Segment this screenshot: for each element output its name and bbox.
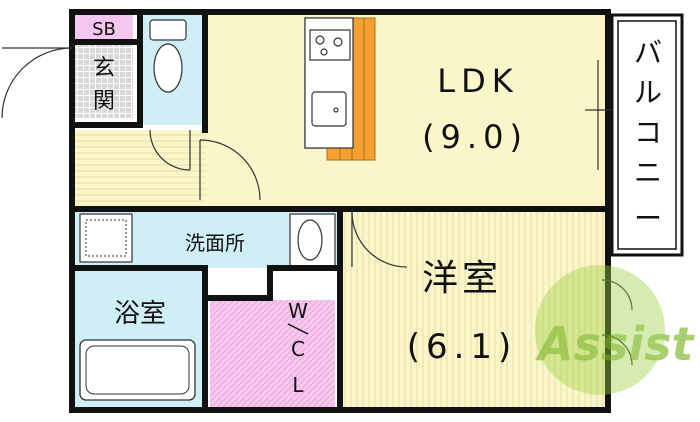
walls	[69, 9, 611, 413]
yoshitsu-area	[340, 207, 605, 407]
kitchen-counter-top	[304, 17, 354, 149]
wcl-area	[210, 300, 335, 407]
svg-text:Assist: Assist	[535, 317, 696, 371]
wcl-label-l: L	[292, 373, 304, 397]
balcony-label-5: ー	[634, 202, 662, 235]
balcony-label-2: ル	[634, 76, 662, 109]
washer-pan-icon	[79, 213, 133, 263]
balcony-label-3: コ	[634, 116, 662, 149]
genkan-label-2: 関	[93, 89, 115, 114]
assist-logo: Assist	[535, 265, 696, 395]
sb-area	[75, 15, 133, 42]
ldk-size: (9.0)	[422, 118, 528, 156]
doors	[1, 47, 633, 366]
wcl-label-w: W	[288, 299, 308, 323]
yoshitsu-size: (6.1)	[407, 327, 518, 367]
washbasin-icon	[289, 213, 336, 267]
balcony-area	[610, 13, 684, 257]
stove-icon	[309, 29, 351, 61]
bathtub-icon	[79, 339, 196, 401]
balcony-label-4: ニ	[634, 156, 662, 189]
genkan-label-1: 玄	[93, 56, 115, 81]
balcony-label-1: バ	[634, 36, 662, 69]
wcl-label-c: C	[291, 337, 305, 361]
wcl-slash	[287, 323, 309, 335]
ldk-name: LDK	[437, 62, 518, 100]
sink-icon	[311, 91, 347, 127]
senmenjo-label: 洗面所	[185, 231, 245, 255]
sb-label: SB	[92, 19, 116, 40]
toilet-icon	[149, 19, 187, 93]
genkan-tile	[75, 42, 133, 118]
ldk-area	[205, 15, 605, 207]
yokushitsu-label: 浴室	[114, 299, 166, 329]
yoshitsu-name: 洋室	[422, 258, 502, 299]
hall-area	[75, 130, 205, 207]
